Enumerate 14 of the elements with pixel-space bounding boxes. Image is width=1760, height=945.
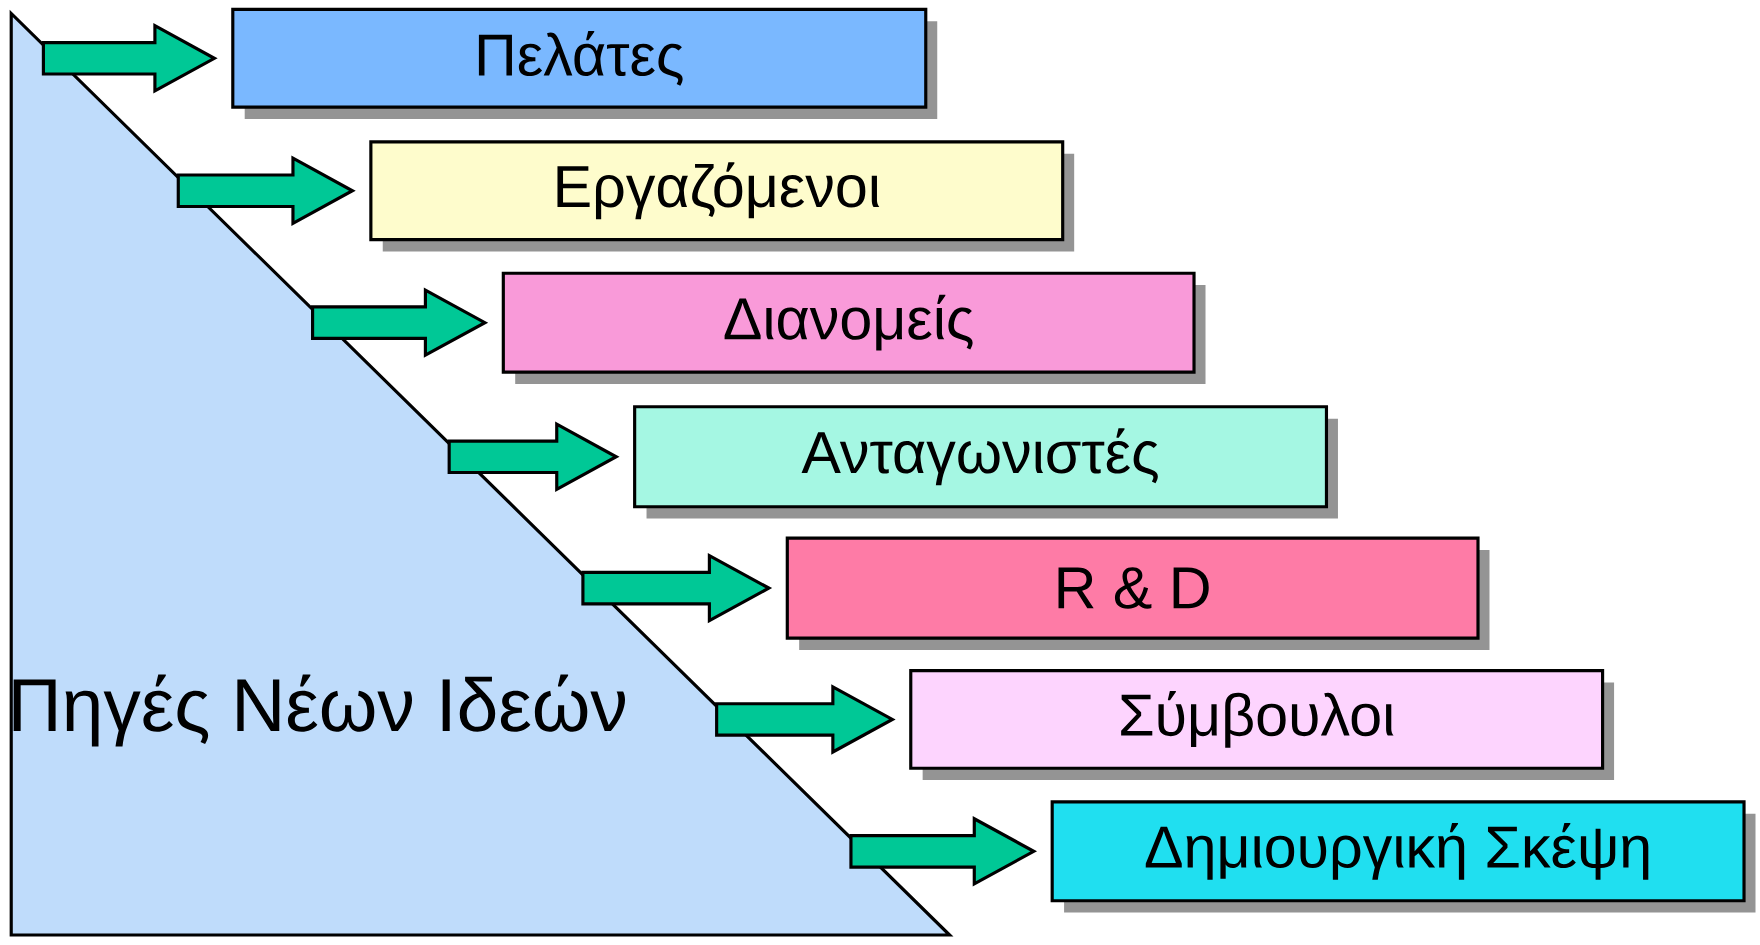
- source-box: R & D: [785, 536, 1490, 650]
- source-box: Πελάτες: [231, 7, 938, 119]
- source-box: Σύμβουλοι: [909, 668, 1615, 781]
- source-box: Διανομείς: [501, 271, 1206, 384]
- source-box: Εργαζόμενοι: [369, 140, 1075, 252]
- block-arrow: [715, 684, 896, 755]
- block-arrow: [41, 23, 218, 94]
- block-arrow: [581, 552, 773, 624]
- block-arrow: [311, 287, 489, 358]
- block-arrow: [176, 155, 356, 226]
- block-arrow: [849, 816, 1038, 887]
- block-arrow: [447, 421, 620, 492]
- source-box: Ανταγωνιστές: [633, 405, 1338, 519]
- source-box: Δημιουργική Σκέψη: [1050, 800, 1756, 913]
